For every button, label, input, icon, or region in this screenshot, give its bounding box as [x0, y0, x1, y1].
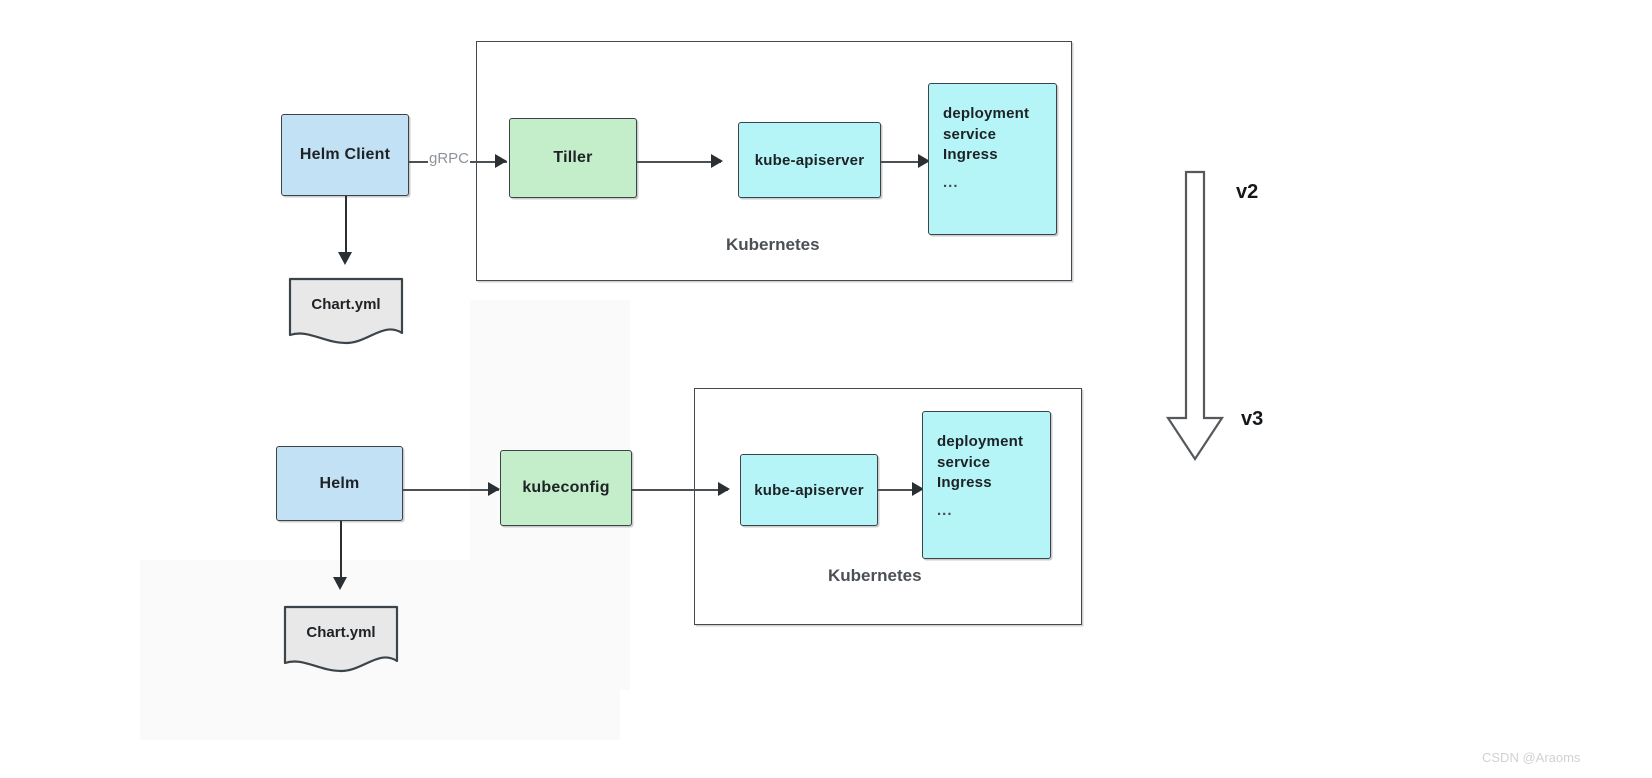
kubernetes-group-v3-label: Kubernetes: [828, 566, 922, 585]
edge-helmclient-to-chart-arrowhead: [338, 252, 352, 265]
helm-client-node[interactable]: Helm Client: [281, 114, 409, 196]
edge-helm-to-chart-arrowhead: [333, 577, 347, 590]
k8s-resources-node-v3[interactable]: deployment service Ingress ...: [922, 411, 1051, 559]
chart-yml-label-v2: Chart.yml: [311, 296, 381, 313]
edge-kubeconfig-to-apiserver-arrowhead: [718, 482, 730, 496]
helm-label: Helm: [319, 474, 360, 492]
resource-line-deployment-v3: deployment: [937, 433, 1024, 450]
chart-yml-label-v3: Chart.yml: [306, 624, 376, 641]
edge-helm-to-chart: [340, 521, 342, 581]
resource-line-service-v2: service: [943, 125, 997, 143]
csdn-watermark: CSDN @Araoms: [1482, 750, 1581, 765]
tiller-node[interactable]: Tiller: [509, 118, 637, 198]
version-label-v2: v2: [1236, 181, 1259, 203]
version-label-v3: v3: [1241, 408, 1264, 430]
edge-apiserver-to-resources-v3-arrowhead: [912, 482, 924, 496]
edge-tiller-to-apiserver-v2-arrowhead: [711, 154, 723, 168]
resource-line-ingress-v3: Ingress: [937, 474, 992, 492]
kubernetes-group-v3: [694, 388, 1082, 625]
resource-line-service-v3: service: [937, 453, 991, 471]
tiller-label: Tiller: [553, 149, 593, 166]
kubeconfig-label: kubeconfig: [522, 479, 610, 496]
version-transition-arrow: [1150, 168, 1240, 463]
chart-yml-doc-v2[interactable]: Chart.yml: [288, 277, 404, 347]
edge-tiller-to-apiserver-v2: [637, 161, 721, 163]
kube-apiserver-label-v3: kube-apiserver: [754, 481, 864, 499]
helm-node[interactable]: Helm: [276, 446, 403, 521]
chart-yml-doc-v3[interactable]: Chart.yml: [283, 605, 399, 675]
resource-line-ingress-v2: Ingress: [943, 146, 998, 164]
edge-kubeconfig-to-apiserver: [632, 489, 728, 491]
helm-client-label: Helm Client: [299, 146, 391, 163]
edge-helm-to-kubeconfig-arrowhead: [488, 482, 500, 496]
kube-apiserver-label-v2: kube-apiserver: [754, 151, 865, 169]
grpc-edge-label: gRPC: [428, 150, 471, 167]
edge-apiserver-to-resources-v2: [881, 161, 927, 163]
k8s-resources-node-v2[interactable]: deployment service Ingress ...: [928, 83, 1057, 235]
edge-helmclient-to-chart: [345, 196, 347, 256]
edge-helmclient-to-tiller-arrowhead: [495, 154, 507, 168]
resource-line-deployment-v2: deployment: [943, 105, 1030, 122]
kubernetes-group-v2-label: Kubernetes: [726, 235, 820, 254]
kube-apiserver-node-v3[interactable]: kube-apiserver: [740, 454, 878, 526]
kube-apiserver-node-v2[interactable]: kube-apiserver: [738, 122, 881, 198]
edge-apiserver-to-resources-v3: [878, 489, 920, 491]
resource-ellipsis-v3: ...: [937, 502, 953, 520]
edge-helm-to-kubeconfig: [403, 489, 499, 491]
resource-ellipsis-v2: ...: [943, 174, 959, 192]
kubeconfig-node[interactable]: kubeconfig: [500, 450, 632, 526]
edge-apiserver-to-resources-v2-arrowhead: [918, 154, 930, 168]
